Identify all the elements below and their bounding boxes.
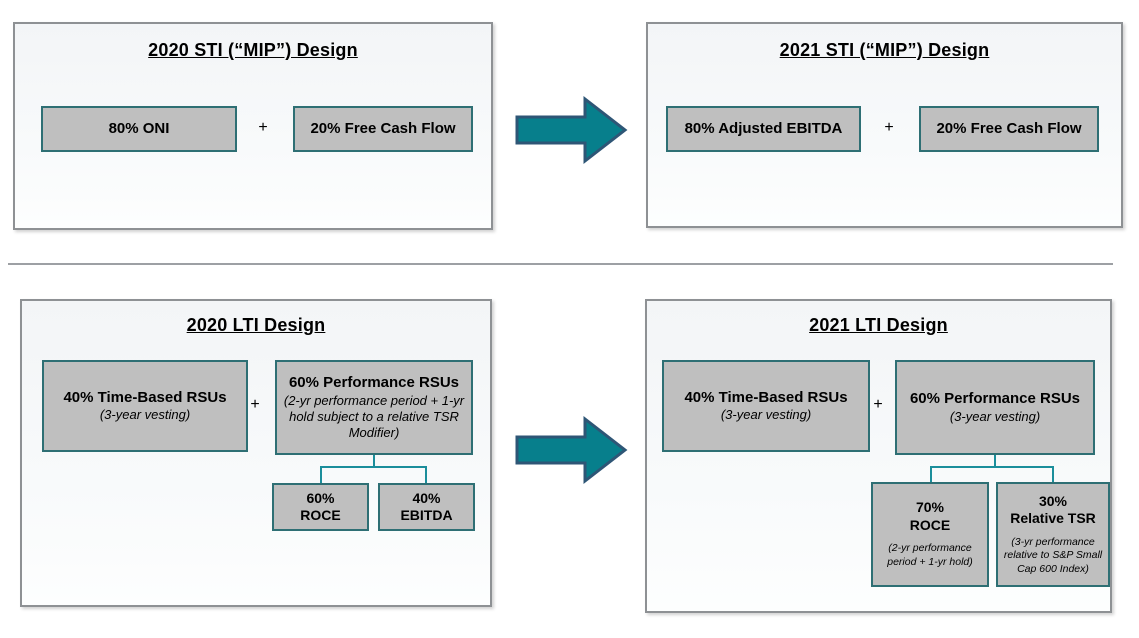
panel-sti-2021: 2021 STI (“MIP”) Design 80% Adjusted EBI… <box>646 22 1123 228</box>
box-40-time-based-rsus-2020: 40% Time-Based RSUs (3-year vesting) <box>42 360 248 452</box>
plus-operator: + <box>873 396 883 413</box>
box-note: (2-yr performance period + 1-yr hold) <box>887 542 973 568</box>
box-pct: 70% <box>915 499 945 516</box>
arrow-right-icon <box>515 415 628 485</box>
arrow-right-icon <box>515 95 628 165</box>
panel-title-sti-2021: 2021 STI (“MIP”) Design <box>779 40 990 60</box>
box-metric: ROCE <box>909 516 951 533</box>
panel-sti-2020: 2020 STI (“MIP”) Design 80% ONI + 20% Fr… <box>13 22 493 230</box>
box-label: 40% Time-Based RSUs <box>63 388 227 406</box>
connector-line <box>994 455 996 468</box>
connector-line <box>373 455 375 468</box>
box-60-performance-rsus-2020: 60% Performance RSUs (2-yr performance p… <box>275 360 473 455</box>
plus-operator: + <box>250 396 260 413</box>
box-note: (3-year vesting) <box>949 408 1041 424</box>
panel-title-sti-2020: 2020 STI (“MIP”) Design <box>148 40 358 60</box>
box-20-free-cash-flow-2020: 20% Free Cash Flow <box>293 106 473 152</box>
box-80-oni: 80% ONI <box>41 106 237 152</box>
panel-lti-2020: 2020 LTI Design 40% Time-Based RSUs (3-y… <box>20 299 492 607</box>
box-metric: ROCE <box>300 507 341 523</box>
box-note: (3-year vesting) <box>99 407 191 423</box>
box-label: 60% Performance RSUs <box>909 390 1081 408</box>
box-note: (3-yr performance relative to S&P Small … <box>1003 535 1103 575</box>
box-pct: 40% <box>412 489 441 506</box>
connector-line <box>320 466 427 468</box>
panel-title-lti-2021: 2021 LTI Design <box>809 315 948 335</box>
box-pct: 60% <box>306 489 335 506</box>
box-60-performance-rsus-2021: 60% Performance RSUs (3-year vesting) <box>895 360 1095 455</box>
plus-operator: + <box>884 119 894 136</box>
box-label: 60% Performance RSUs <box>288 374 460 392</box>
box-metric: EBITDA <box>400 507 453 523</box>
panel-title-lti-2020: 2020 LTI Design <box>186 315 326 335</box>
box-40-ebitda: 40% EBITDA <box>378 483 475 531</box>
box-label: 20% Free Cash Flow <box>936 119 1082 137</box>
box-60-roce: 60% ROCE <box>272 483 369 531</box>
box-label: 40% Time-Based RSUs <box>684 388 848 406</box>
plus-operator: + <box>258 119 268 136</box>
panel-lti-2021: 2021 LTI Design 40% Time-Based RSUs (3-y… <box>645 299 1112 613</box>
box-metric: Relative TSR <box>1010 510 1096 527</box>
box-label: 80% ONI <box>108 119 170 137</box>
connector-line <box>930 466 932 482</box>
box-40-time-based-rsus-2021: 40% Time-Based RSUs (3-year vesting) <box>662 360 870 452</box>
section-divider <box>8 263 1113 265</box>
connector-line <box>425 466 427 483</box>
box-70-roce: 70% ROCE (2-yr performance period + 1-yr… <box>871 482 989 587</box>
box-pct: 30% <box>1038 492 1068 509</box>
box-30-relative-tsr: 30% Relative TSR (3-yr performance relat… <box>996 482 1110 587</box>
connector-line <box>320 466 322 483</box>
connector-line <box>1052 466 1054 482</box>
box-label: 20% Free Cash Flow <box>310 119 456 137</box>
box-note: (3-year vesting) <box>720 407 812 423</box>
box-note: (2-yr performance period + 1-yr hold sub… <box>283 393 465 440</box>
connector-line <box>930 466 1054 468</box>
box-20-free-cash-flow-2021: 20% Free Cash Flow <box>919 106 1099 152</box>
box-80-adjusted-ebitda: 80% Adjusted EBITDA <box>666 106 861 152</box>
box-label: 80% Adjusted EBITDA <box>684 119 843 137</box>
